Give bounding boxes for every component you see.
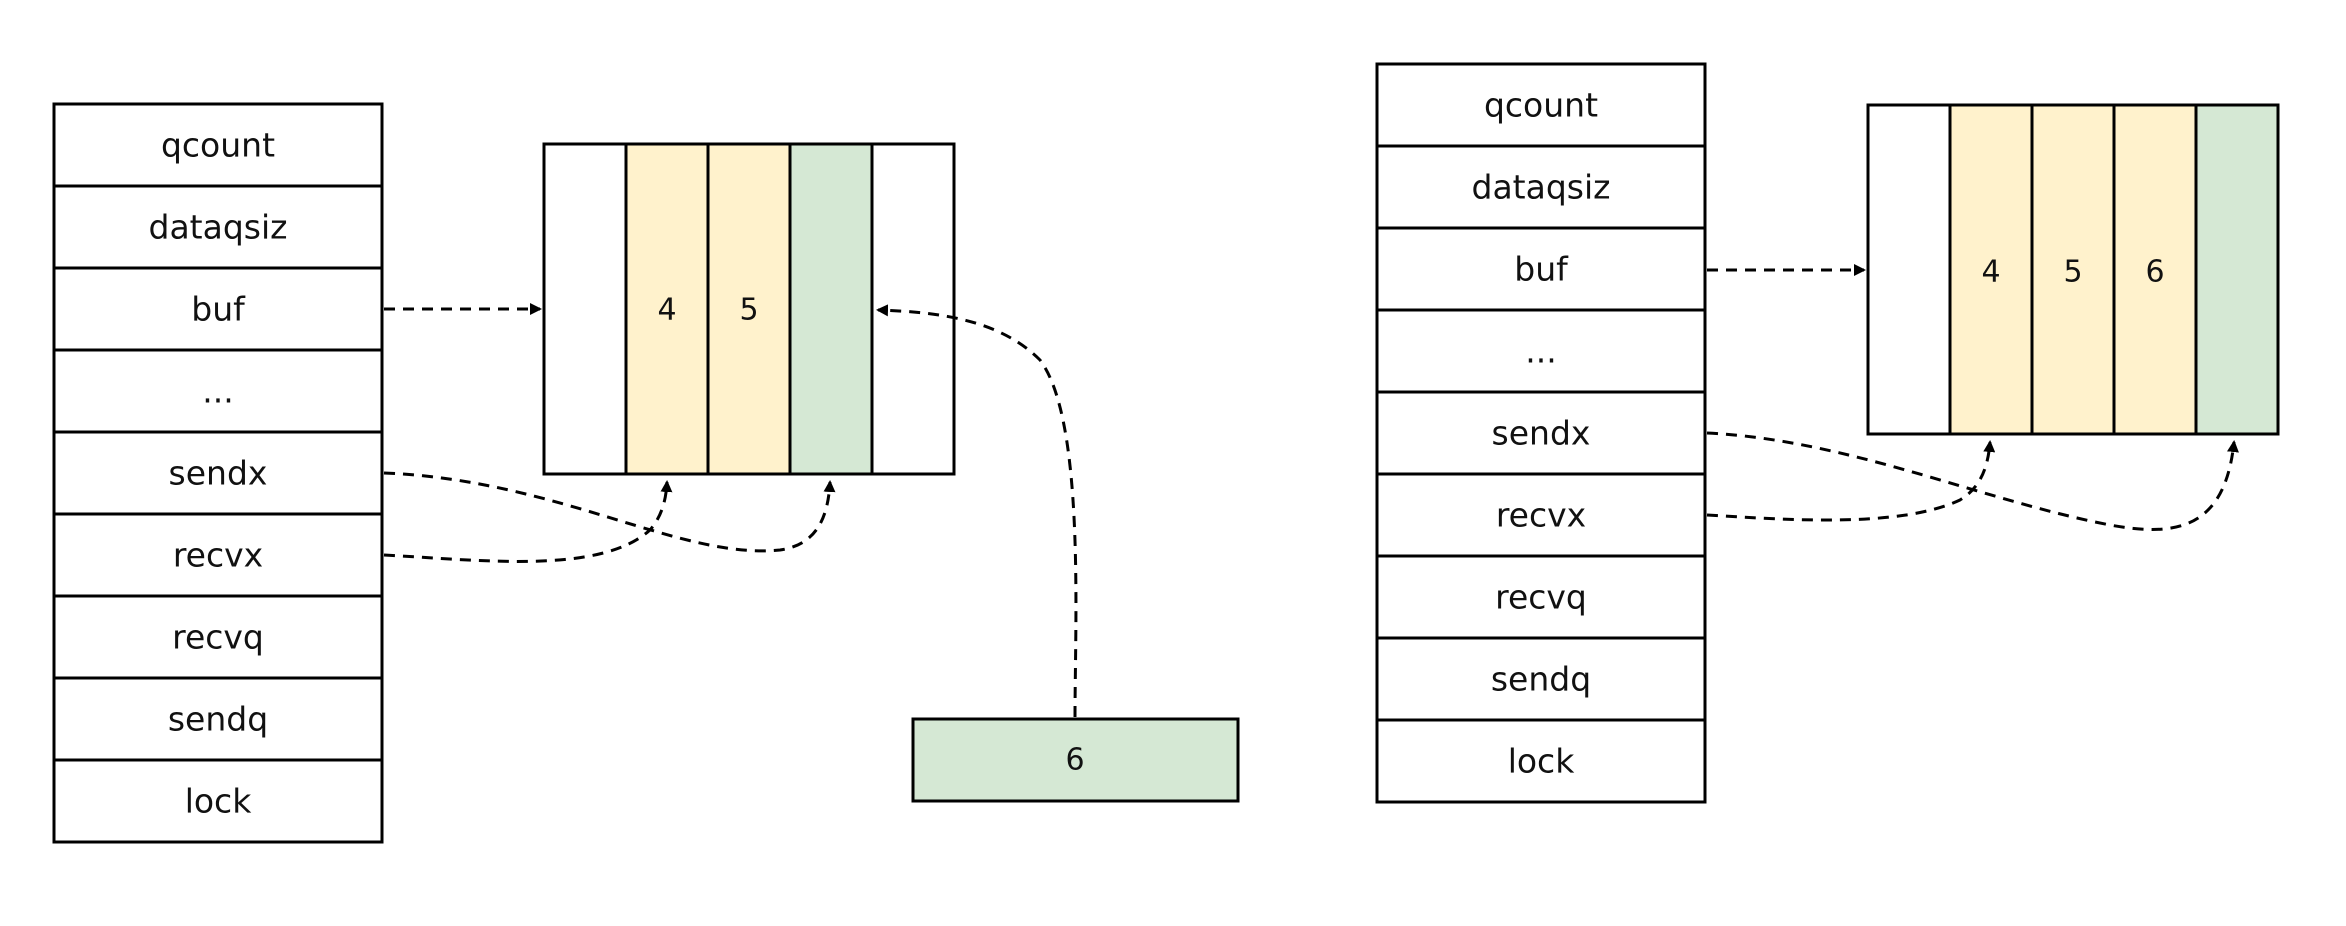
left-field-label: lock [185,782,253,821]
left-buffer-slot: 5 [706,142,792,476]
left-field-label: sendq [168,700,268,739]
right-field-label: sendq [1491,660,1591,699]
right-hchan-struct: qcount dataqsiz buf ... sendx recvx [1375,62,1707,804]
right-field-label: recvq [1495,578,1587,617]
left-incoming-send-arrow [876,304,1078,718]
left-sendx-pointer-arrow [383,471,836,553]
left-panel: qcount dataqsiz buf ... sendx recvx [52,102,1240,844]
left-field-label: qcount [161,126,275,165]
left-buffer-slot: 4 [624,142,710,476]
left-field-sendq: sendq [52,676,384,762]
left-field-label: buf [191,290,246,329]
right-field-sendq: sendq [1375,636,1707,722]
right-field-label: ... [1525,332,1556,371]
right-ring-buffer: 4 5 6 [1866,103,2280,436]
right-field-label: qcount [1484,86,1598,125]
left-buffer-slot [870,142,956,476]
right-slot-label: 5 [2063,255,2082,290]
right-buffer-slot: 5 [2030,103,2116,436]
right-buffer-slot [1866,103,1952,436]
right-field-qcount: qcount [1375,62,1707,148]
right-field-dataqsiz: dataqsiz [1375,144,1707,230]
right-field-label: sendx [1492,414,1591,453]
left-field-label: ... [202,372,233,411]
right-field-label: lock [1508,742,1576,781]
left-recvx-pointer-arrow [383,480,673,563]
right-field-recvx: recvx [1375,472,1707,558]
left-field-label: dataqsiz [149,208,288,247]
right-slot-label: 6 [2145,255,2164,290]
left-field-ellipsis: ... [52,348,384,434]
left-field-lock: lock [52,758,384,844]
left-buffer-slot [542,142,628,476]
left-field-sendx: sendx [52,430,384,516]
left-ring-buffer: 4 5 [542,142,956,476]
right-field-buf: buf [1375,226,1707,312]
right-field-lock: lock [1375,718,1707,804]
right-recvx-pointer-arrow [1706,440,1996,522]
right-slot-label: 4 [1981,255,2000,290]
right-buffer-slot: 4 [1948,103,2034,436]
right-field-label: buf [1514,250,1569,289]
left-hchan-struct: qcount dataqsiz buf ... sendx recvx [52,102,384,844]
right-field-label: dataqsiz [1472,168,1611,207]
left-incoming-element: 6 [911,717,1240,803]
left-buffer-slot [788,142,874,476]
right-field-sendx: sendx [1375,390,1707,476]
right-panel: qcount dataqsiz buf ... sendx recvx [1375,62,2280,804]
right-buffer-slot: 6 [2112,103,2198,436]
left-field-label: sendx [169,454,268,493]
left-field-recvx: recvx [52,512,384,598]
left-field-qcount: qcount [52,102,384,188]
right-field-label: recvx [1496,496,1586,535]
left-field-buf: buf [52,266,384,352]
left-slot-label: 4 [657,293,676,328]
left-field-dataqsiz: dataqsiz [52,184,384,270]
incoming-value-label: 6 [1065,743,1084,778]
left-field-label: recvq [172,618,264,657]
right-buffer-slot [2194,103,2280,436]
incoming-value-box [911,717,1240,803]
right-field-recvq: recvq [1375,554,1707,640]
left-slot-label: 5 [739,293,758,328]
right-field-ellipsis: ... [1375,308,1707,394]
left-field-label: recvx [173,536,263,575]
right-sendx-pointer-arrow [1706,431,2239,531]
left-field-recvq: recvq [52,594,384,680]
